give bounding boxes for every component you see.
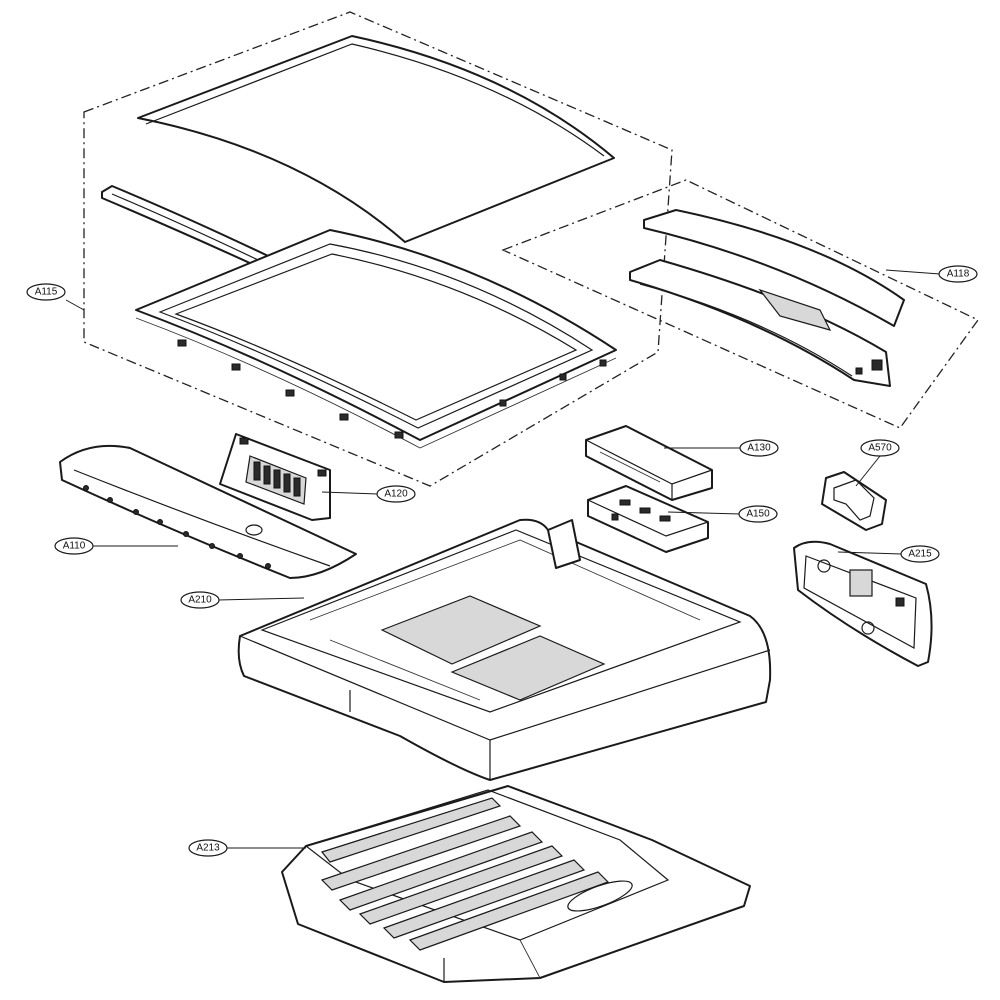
top-cover-frame <box>237 518 772 781</box>
leader-lines <box>65 269 941 849</box>
front-control-panel <box>59 444 357 579</box>
sub-pcb-box <box>587 485 709 553</box>
callout-a215-label: A215 <box>908 549 932 560</box>
display-pcb-segments <box>253 461 301 497</box>
sub-pcb-components <box>611 499 671 522</box>
callout-a118-label: A118 <box>947 269 970 280</box>
callout-a210: A210 <box>180 591 220 609</box>
callout-a150: A150 <box>738 505 778 523</box>
callout-a213-label: A213 <box>196 843 220 854</box>
callout-a570: A570 <box>860 439 900 457</box>
callout-a130-label: A130 <box>747 443 771 454</box>
callout-a570-label: A570 <box>868 443 892 454</box>
callout-a215: A215 <box>900 545 940 563</box>
front-panel-clips <box>83 485 271 569</box>
callout-a120-label: A120 <box>384 489 408 500</box>
lid-frame-hinge-tabs <box>177 339 607 439</box>
base-plate-ribs <box>320 797 610 951</box>
callout-a115: A115 <box>26 283 66 301</box>
callout-a130: A130 <box>739 439 779 457</box>
main-pcb-box <box>585 425 713 501</box>
callout-a118: A118 <box>938 265 978 283</box>
lid-glass-panel <box>137 35 615 243</box>
callout-a115-label: A115 <box>35 287 58 298</box>
cover-plate <box>821 471 887 531</box>
callout-a210-label: A210 <box>188 595 212 606</box>
callout-a110-label: A110 <box>63 541 86 552</box>
control-panel-cover <box>629 209 905 387</box>
callout-a150-label: A150 <box>746 509 770 520</box>
display-pcb <box>219 433 331 521</box>
side-bracket <box>793 540 933 667</box>
callout-a120: A120 <box>376 485 416 503</box>
callout-a110: A110 <box>54 537 94 555</box>
callout-a213: A213 <box>188 839 228 857</box>
base-plate <box>281 785 751 983</box>
lid-assembly-group-boundary <box>83 11 673 487</box>
lid-frame <box>135 229 617 449</box>
